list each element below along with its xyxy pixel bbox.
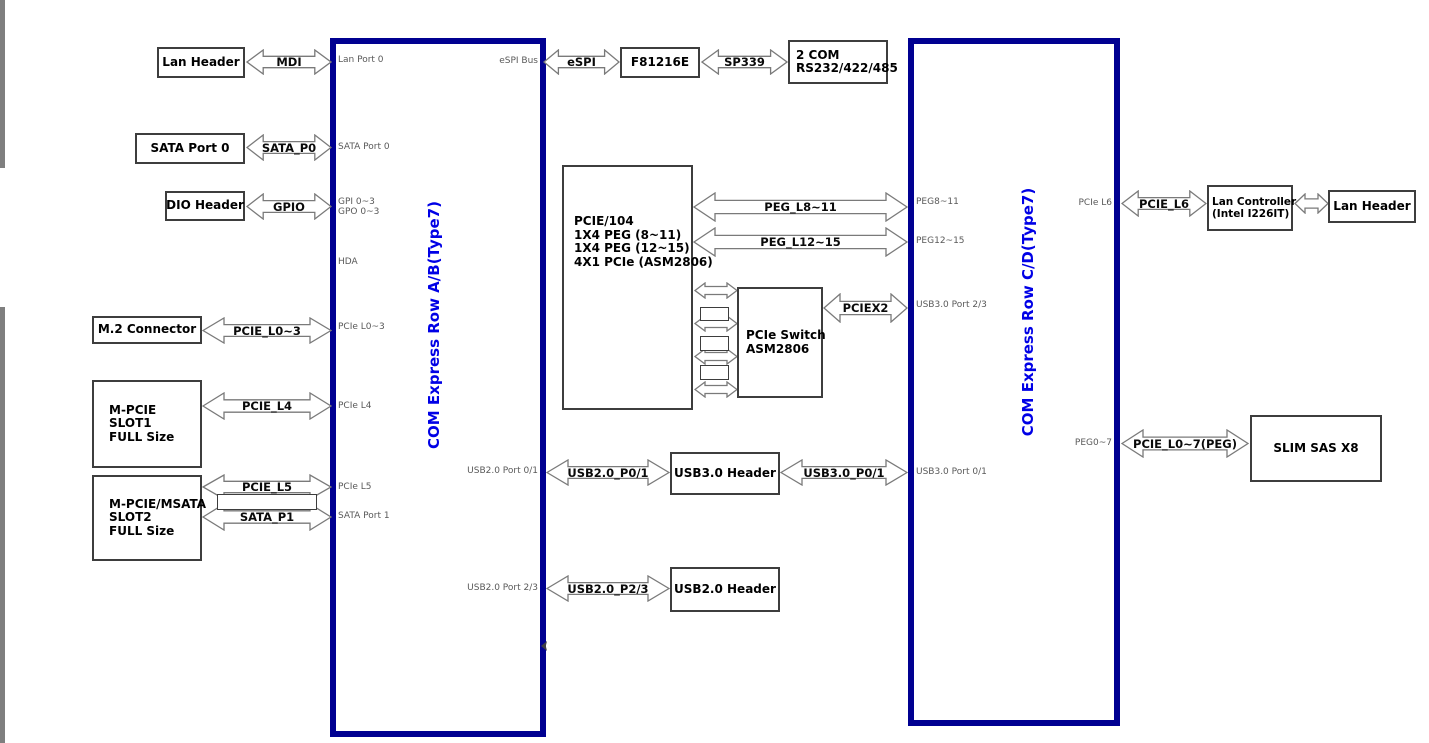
pcie-switch-block: PCIe Switch ASM2806	[737, 287, 826, 398]
mpcie-slot1-line2: SLOT1	[109, 416, 152, 431]
sata-port0-block: SATA Port 0	[135, 133, 245, 164]
com-express-row-cd-box	[908, 38, 1120, 726]
pcie104-line4: 4X1 PCIe (ASM2806)	[574, 254, 713, 269]
port-gpo-0-3: GPO 0~3	[338, 207, 380, 217]
bus-arrow-pcie-l0-3: PCIE_L0~3	[202, 317, 332, 344]
port-sata-port-1: SATA Port 1	[338, 511, 390, 521]
bus-label-sata-p1: SATA_P1	[239, 510, 295, 524]
port-espi-bus: eSPI Bus	[499, 56, 538, 66]
port-gpi-0-3: GPI 0~3	[338, 197, 375, 207]
bus-label-pcie-l5: PCIE_L5	[241, 480, 293, 494]
stray-mark	[541, 641, 547, 651]
bus-arrow-sata-p0: SATA_P0	[246, 134, 332, 161]
port-sata-port-0: SATA Port 0	[338, 142, 390, 152]
bus-label-pcie-l0-3: PCIE_L0~3	[233, 323, 301, 338]
bus-arrow-sp339: SP339	[701, 49, 788, 75]
slim-sas-block: SLIM SAS X8	[1250, 415, 1382, 482]
lan-header-left-block: Lan Header	[157, 47, 245, 78]
port-peg12-15: PEG12~15	[916, 236, 965, 246]
com2-block: 2 COM RS232/422/485	[788, 40, 898, 84]
bus-label-pcie-l6: PCIE_L6	[1138, 196, 1190, 211]
mpcie-slot2-line1: M-PCIE/MSATA	[109, 496, 207, 511]
bus-arrow-mdi: MDI	[246, 49, 332, 75]
com2-line1: 2 COM	[796, 47, 840, 62]
mpcie-slot2-line3: FULL Size	[109, 523, 175, 538]
link-spacer-rect-1	[700, 307, 729, 321]
bus-arrow-pcie-l4: PCIE_L4	[202, 392, 332, 420]
bus-arrow-peg-l12-15: PEG_L12~15	[693, 227, 908, 257]
bus-label-usb20-p01: USB2.0_P0/1	[567, 465, 649, 480]
com-express-row-ab-box	[330, 38, 546, 737]
pcie104-line1: PCIE/104	[574, 214, 634, 228]
row-cd-title: COM Express Row C/D(Type7)	[1019, 187, 1037, 437]
f81216e-block: F81216E	[620, 47, 700, 78]
bus-arrow-peg-l8-11: PEG_L8~11	[693, 192, 908, 222]
mpcie-slot1-line3: FULL Size	[109, 429, 175, 444]
port-usb20-port-01: USB2.0 Port 0/1	[467, 466, 538, 476]
usb20-header-block: USB2.0 Header	[670, 567, 780, 612]
port-pcie-l0-3: PCIe L0~3	[338, 322, 385, 332]
lan-controller-line1: Lan Controller	[1212, 196, 1297, 208]
mpcie-slot1-block: M-PCIE SLOT1 FULL Size	[92, 380, 202, 468]
page-edge-bar-top	[0, 0, 5, 168]
port-usb20-port-23: USB2.0 Port 2/3	[467, 583, 538, 593]
pcie104-switch-link-1	[694, 282, 738, 299]
mpcie-slot2-line2: SLOT2	[109, 510, 152, 525]
bus-label-pcie-l0-7-peg: PCIE_L0~7(PEG)	[1133, 436, 1237, 451]
bus-label-usb20-p23: USB2.0_P2/3	[567, 581, 649, 596]
bus-label-sp339: SP339	[724, 55, 765, 69]
bus-label-pciex2: PCIEX2	[842, 301, 889, 315]
bus-arrow-pciex2: PCIEX2	[823, 293, 908, 323]
bus-arrow-usb20-p23: USB2.0_P2/3	[546, 575, 670, 602]
bus-arrow-pcie-l6: PCIE_L6	[1121, 190, 1207, 217]
bus-label-pcie-l4: PCIE_L4	[241, 399, 293, 413]
lan-controller-block: Lan Controller (Intel I226IT)	[1207, 185, 1297, 231]
pcie104-block: PCIE/104 1X4 PEG (8~11) 1X4 PEG (12~15) …	[562, 165, 713, 410]
bus-spacer-rect	[217, 494, 317, 510]
mpcie-slot2-block: M-PCIE/MSATA SLOT2 FULL Size	[92, 475, 206, 561]
bus-label-mdi: MDI	[276, 55, 302, 69]
pcie104-switch-link-4	[694, 381, 738, 398]
lan-controller-header-link	[1294, 193, 1329, 214]
port-usb30-port-23: USB3.0 Port 2/3	[916, 300, 987, 310]
bus-label-espi: eSPI	[567, 55, 596, 69]
pcie-switch-line2: ASM2806	[746, 341, 810, 356]
port-peg0-7: PEG0~7	[1074, 438, 1112, 448]
bus-label-gpio: GPIO	[273, 199, 305, 214]
usb30-header-block: USB3.0 Header	[670, 452, 780, 495]
port-hda: HDA	[338, 257, 358, 267]
m2-connector-block: M.2 Connector	[92, 316, 202, 344]
bus-label-peg-l8-11: PEG_L8~11	[764, 200, 837, 214]
bus-label-sata-p0: SATA_P0	[261, 140, 317, 155]
pcie104-line2: 1X4 PEG (8~11)	[574, 227, 682, 242]
link-spacer-rect-2	[700, 336, 729, 351]
port-usb30-port-01: USB3.0 Port 0/1	[916, 467, 987, 477]
bus-arrow-gpio: GPIO	[246, 193, 332, 220]
dio-header-block: DIO Header	[165, 191, 245, 221]
port-pcie-l6: PCIe L6	[1078, 198, 1112, 208]
mpcie-slot1-line1: M-PCIE	[109, 402, 157, 417]
bus-arrow-espi: eSPI	[543, 49, 620, 75]
row-ab-title: COM Express Row A/B(Type7)	[425, 201, 443, 449]
lan-controller-line2: (Intel I226IT)	[1212, 208, 1290, 220]
port-peg8-11: PEG8~11	[916, 197, 959, 207]
port-pcie-l4: PCIe L4	[338, 401, 372, 411]
pcie-switch-line1: PCIe Switch	[746, 328, 826, 342]
bus-arrow-usb20-p01: USB2.0_P0/1	[546, 459, 670, 486]
com2-line2: RS232/422/485	[796, 61, 898, 75]
pcie104-line3: 1X4 PEG (12~15)	[574, 241, 690, 255]
lan-header-right-block: Lan Header	[1328, 190, 1416, 223]
bus-label-peg-l12-15: PEG_L12~15	[760, 235, 841, 249]
port-lan-port-0: Lan Port 0	[338, 55, 384, 65]
port-pcie-l5: PCIe L5	[338, 482, 372, 492]
bus-label-usb30-p01: USB3.0_P0/1	[803, 465, 885, 480]
link-spacer-rect-3	[700, 365, 729, 380]
page-edge-bar-bottom	[0, 307, 5, 743]
bus-arrow-usb30-p01: USB3.0_P0/1	[780, 459, 908, 486]
bus-arrow-pcie-l0-7-peg: PCIE_L0~7(PEG)	[1121, 429, 1249, 458]
